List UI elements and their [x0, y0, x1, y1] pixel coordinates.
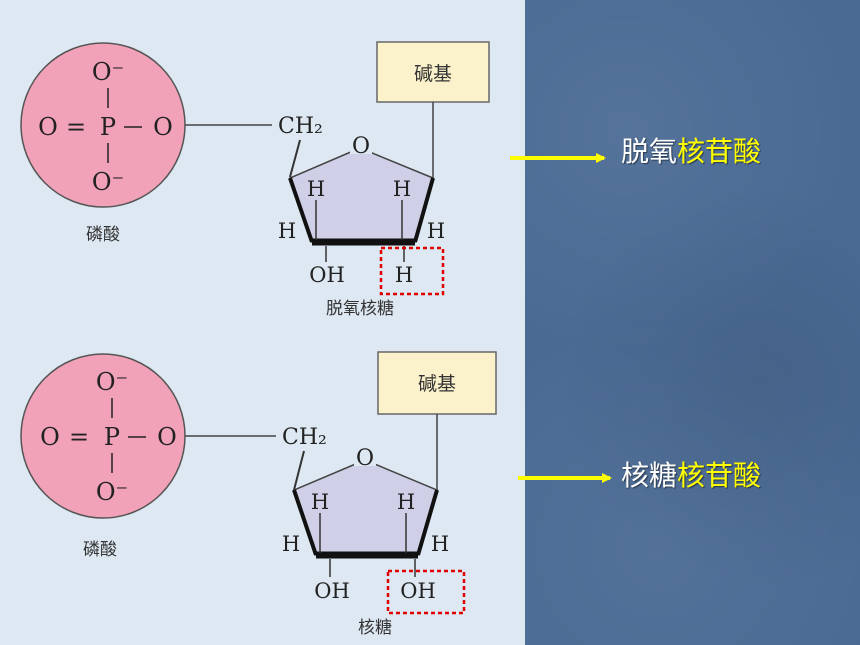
top-phosphate-p: P: [100, 113, 116, 141]
bottom-h-inner-left: H: [311, 490, 329, 514]
top-phosphate-o-right: O: [153, 113, 173, 141]
bottom-ring-oxygen: O: [356, 446, 374, 471]
top-ring-oxygen: O: [352, 134, 370, 159]
top-ch2: CH₂: [278, 114, 323, 139]
bottom-base-label: 碱基: [418, 373, 456, 395]
top-phosphate-o-left: O: [38, 113, 58, 141]
bottom-highlight-dashed-box: [386, 569, 466, 615]
top-phosphate-o-bottom: O⁻: [92, 168, 124, 196]
top-sub-bottom-right: H: [395, 263, 413, 287]
bottom-sub-bottom-right: OH: [400, 579, 436, 603]
top-h-outer-right: H: [427, 219, 445, 243]
bottom-h-outer-right: H: [431, 532, 449, 556]
bottom-result-label: 核糖核苷酸: [621, 454, 761, 494]
top-phosphate-label: 磷酸: [86, 225, 120, 245]
slide-background-panel: [525, 0, 860, 645]
bottom-phosphate-o-left: O: [40, 423, 60, 451]
bottom-phosphate-p: P: [104, 423, 120, 451]
top-h-inner-left: H: [307, 177, 325, 201]
bottom-result-highlight: 核苷酸: [677, 459, 762, 492]
bottom-result-plain: 核糖: [621, 459, 678, 492]
bottom-phosphate-label: 磷酸: [83, 540, 117, 560]
top-result-label: 脱氧核苷酸: [621, 130, 761, 170]
top-result-highlight: 核苷酸: [677, 135, 762, 168]
top-result-plain: 脱氧: [621, 135, 678, 168]
bottom-phosphate-o-top: O⁻: [96, 368, 128, 396]
top-molecule: O⁻ O = P O O⁻ 磷酸 CH₂ 碱基 O H H: [20, 41, 490, 319]
bottom-oh: OH: [314, 579, 350, 603]
top-phosphate-o-top: O⁻: [92, 58, 124, 86]
bottom-h-inner-right: H: [397, 490, 415, 514]
top-h-inner-right: H: [393, 177, 411, 201]
top-highlight-dashed-box: [379, 246, 445, 296]
bottom-sugar-label: 核糖: [358, 618, 392, 638]
bottom-phosphate-o-bottom: O⁻: [96, 478, 128, 506]
top-phosphate-double-bond: =: [66, 113, 86, 141]
bottom-h-outer-left: H: [282, 532, 300, 556]
bottom-molecule: O⁻ O = P O O⁻ 磷酸 CH₂ 碱基 O H H H H: [20, 351, 497, 638]
bottom-phosphate-o-right: O: [157, 423, 177, 451]
bottom-ch2: CH₂: [282, 425, 327, 450]
top-sugar-label: 脱氧核糖: [326, 299, 394, 319]
top-h-outer-left: H: [278, 219, 296, 243]
bottom-phosphate-double-bond: =: [69, 423, 89, 451]
top-base-label: 碱基: [414, 63, 452, 85]
top-oh: OH: [309, 263, 345, 287]
